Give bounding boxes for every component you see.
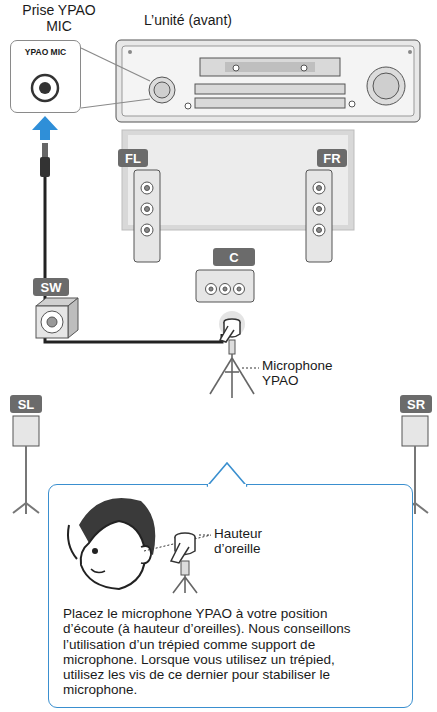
speaker-label: SL (18, 397, 35, 412)
mic-label: Microphone YPAO (262, 358, 348, 388)
speaker-tag: SL (10, 395, 42, 413)
front-speaker-right (306, 170, 332, 262)
callout-ground (48, 484, 413, 708)
unit-label: L’unité (avant) (128, 13, 248, 29)
ypao-microphone (210, 311, 254, 398)
jack-callout-box: YPAO MIC (10, 40, 81, 113)
small-microphone (144, 533, 211, 593)
ear-height-label: Hauteur d’oreille (214, 526, 294, 556)
insert-arrow (32, 116, 58, 140)
speaker-label: FL (125, 151, 141, 166)
front-speaker-left (134, 170, 160, 262)
jack-symbol (32, 75, 58, 101)
speaker-tag: FL (118, 149, 148, 167)
speaker-tag: SR (400, 395, 432, 413)
listener-face (68, 498, 155, 589)
callout-leader (81, 48, 150, 108)
leader-line (242, 368, 259, 369)
speaker-label: SW (41, 280, 62, 295)
callout-bubble: Placez le microphone YPAO à votre positi… (48, 484, 413, 708)
surround-speaker-left (13, 416, 39, 514)
instruction-text: Placez le microphone YPAO à votre positi… (63, 606, 363, 698)
speaker-tag: C (213, 248, 255, 266)
center-speaker (196, 270, 254, 302)
jack-name: YPAO MIC (11, 47, 80, 57)
speaker-label: SR (407, 397, 425, 412)
speaker-tag: SW (33, 278, 69, 296)
bubble-pointer (207, 463, 247, 487)
speaker-label: FR (323, 151, 340, 166)
speaker-label: C (229, 250, 238, 265)
speaker-tag: FR (317, 149, 347, 167)
receiver-unit (116, 40, 420, 122)
jack-label: Prise YPAO MIC (14, 3, 104, 34)
subwoofer (36, 298, 78, 338)
